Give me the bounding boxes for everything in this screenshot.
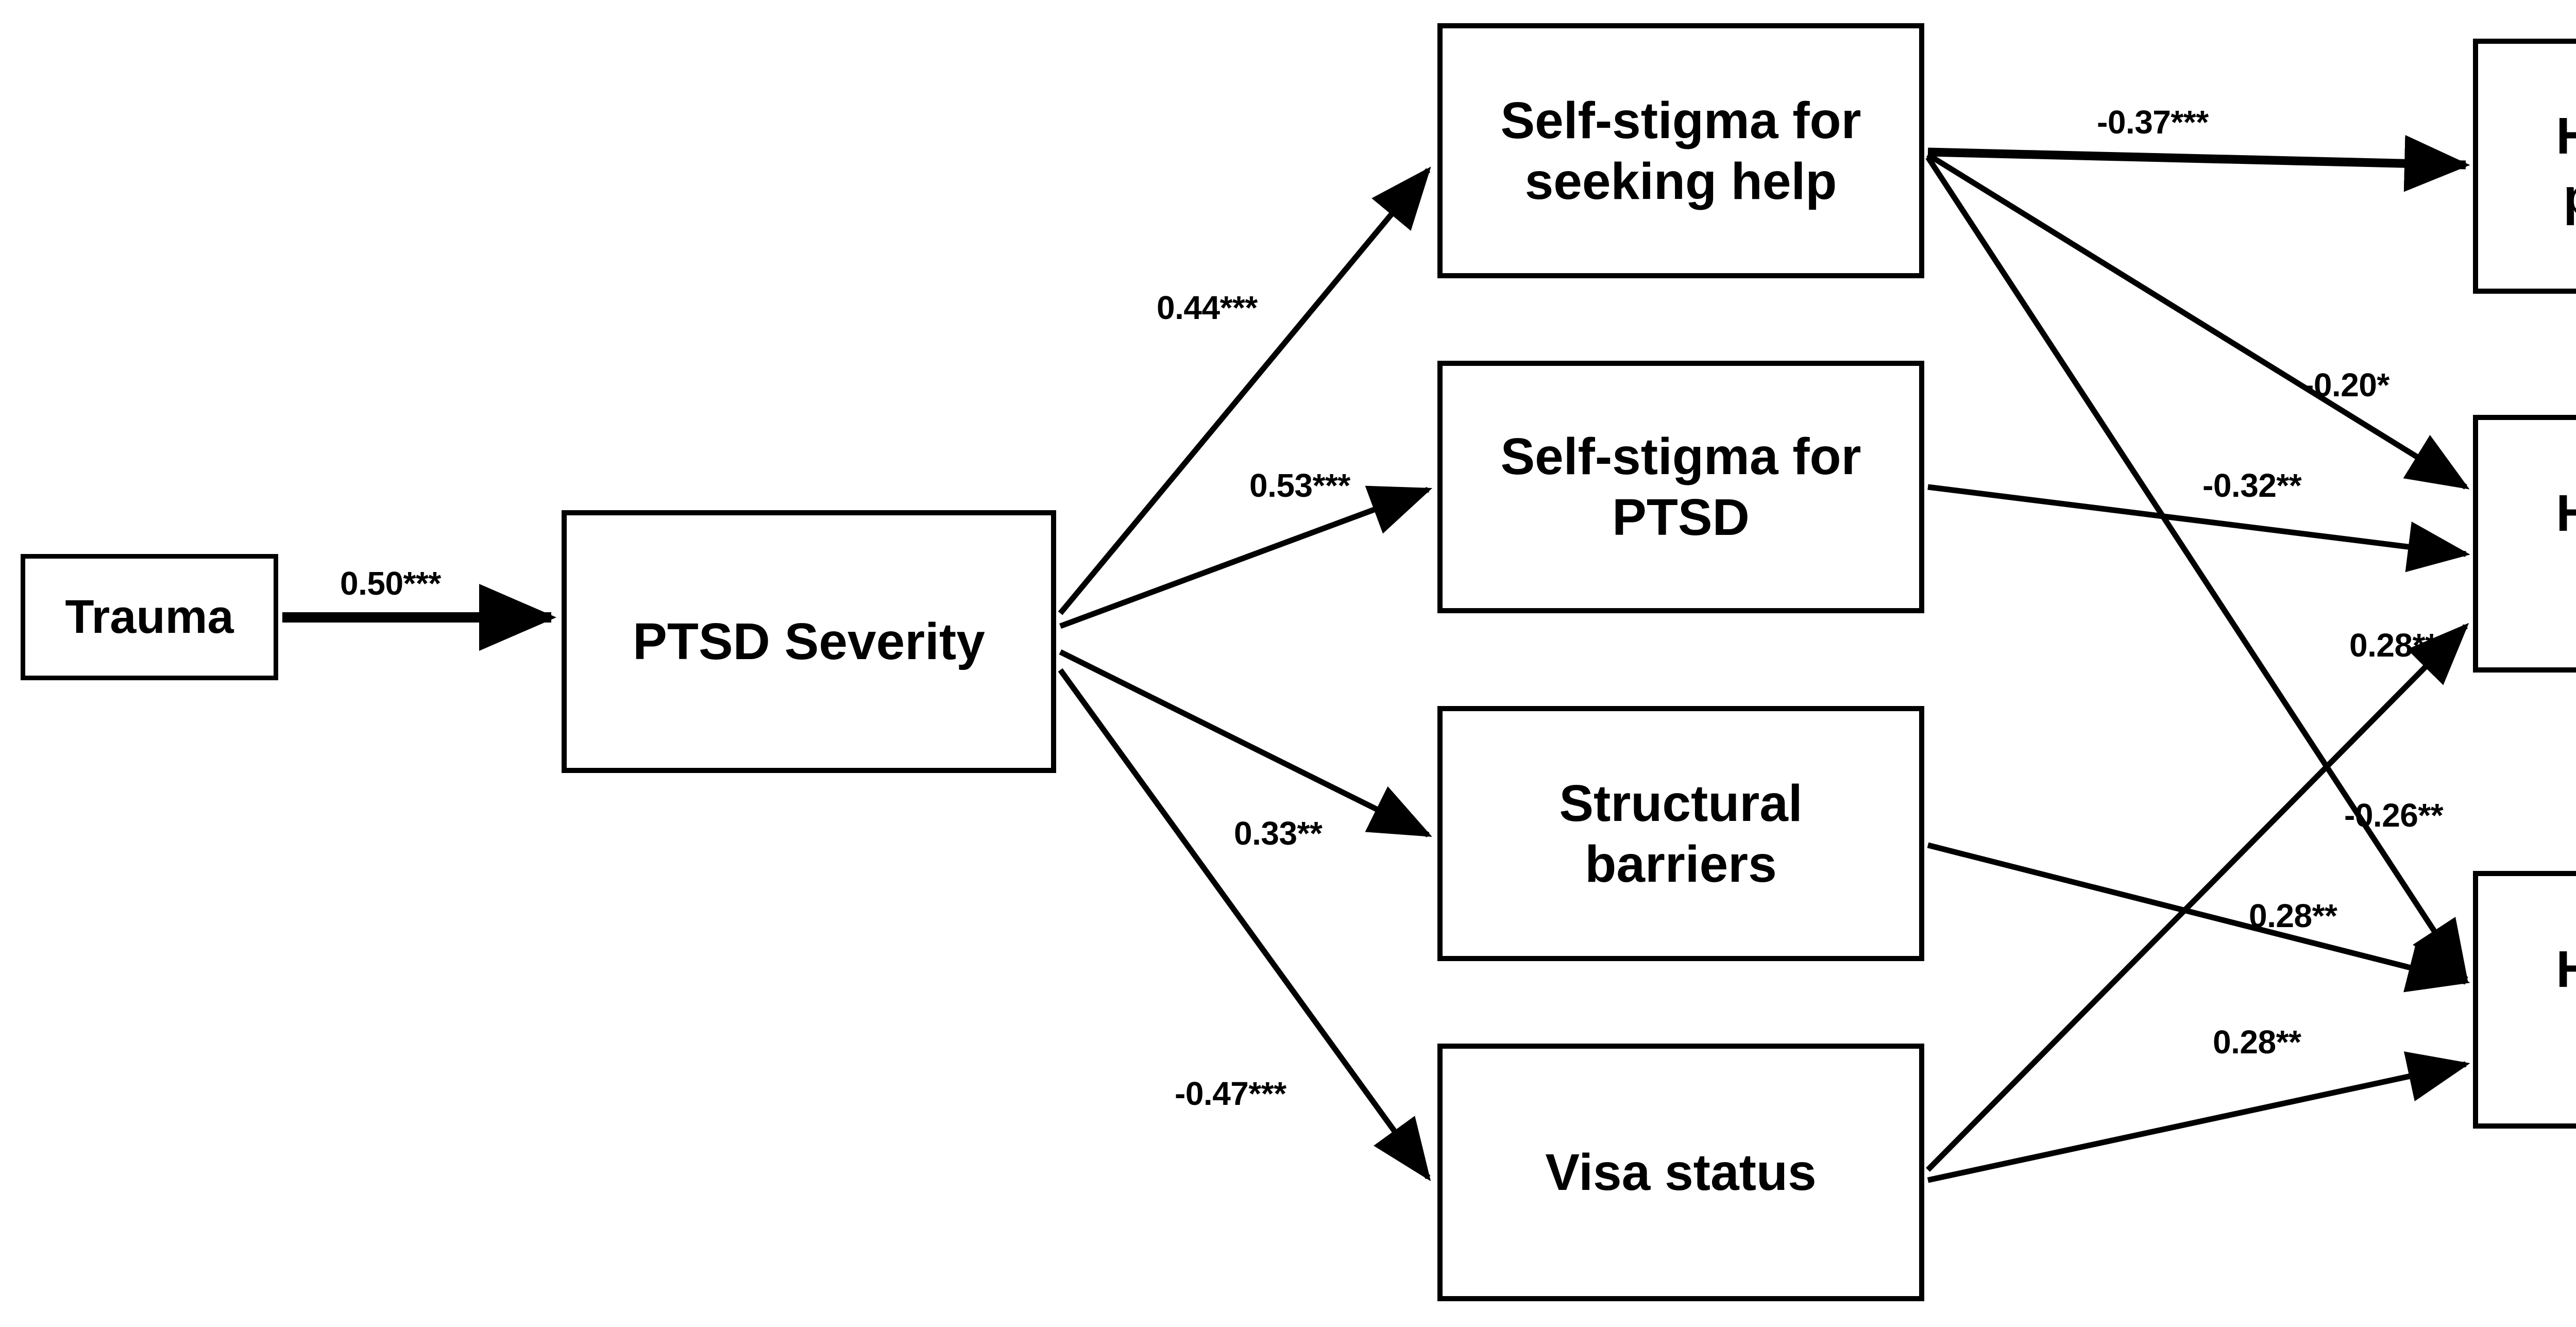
path-label-ptsd-to-structural-barriers: 0.33**: [1234, 815, 1323, 852]
edge-selfstigma-help-to-professional: [1927, 135, 2470, 192]
node-ptsd-severity[interactable]: PTSD Severity: [562, 510, 1056, 773]
node-help-seeking-community[interactable]: Help-seeking community: [2473, 871, 2576, 1129]
path-label-visa-status-to-family: 0.28**: [2349, 627, 2438, 664]
edge-selfstigma-ptsd-to-family: [1927, 484, 2470, 573]
node-trauma[interactable]: Trauma: [21, 554, 278, 680]
edge-selfstigma-help-to-family: [1926, 152, 2470, 490]
node-self-stigma-seeking-help-label: Self-stigma for seeking help: [1500, 91, 1861, 210]
path-label-ptsd-to-selfstigma-help: 0.44***: [1157, 289, 1258, 326]
edge-ptsd-to-selfstigma-ptsd: [1059, 485, 1433, 629]
edge-selfstigma-help-to-community: [1925, 155, 2468, 983]
path-label-selfstigma-ptsd-to-family: -0.32**: [2202, 467, 2302, 504]
node-self-stigma-ptsd-label: Self-stigma for PTSD: [1500, 428, 1861, 546]
edge-ptsd-to-selfstigma-help: [1058, 166, 1431, 615]
node-self-stigma-ptsd[interactable]: Self-stigma for PTSD: [1437, 361, 1924, 613]
path-label-ptsd-to-visa-status: -0.47***: [1175, 1075, 1286, 1112]
path-label-selfstigma-help-to-family: -0.20*: [2303, 366, 2389, 404]
node-structural-barriers[interactable]: Structural barriers: [1437, 706, 1924, 961]
edge-visa-status-to-community: [1927, 1051, 2470, 1183]
edge-structural-barriers-to-community: [1927, 842, 2470, 993]
node-help-seeking-professional[interactable]: Help-seeking professional: [2473, 39, 2576, 294]
node-structural-barriers-label: Structural barriers: [1559, 774, 1803, 893]
path-label-visa-status-to-community: 0.28**: [2213, 1023, 2301, 1061]
path-label-selfstigma-help-to-community: -0.26**: [2344, 797, 2444, 834]
node-visa-status-label: Visa status: [1545, 1144, 1817, 1201]
path-label-ptsd-to-selfstigma-ptsd: 0.53***: [1249, 467, 1350, 504]
node-help-seeking-family-label: Help-seeking family: [2556, 484, 2576, 542]
path-label-selfstigma-help-to-professional: -0.37***: [2097, 104, 2209, 141]
path-label-structural-barriers-to-community: 0.28**: [2249, 897, 2337, 934]
edge-ptsd-to-structural-barriers: [1059, 649, 1432, 837]
node-help-seeking-community-label: Help-seeking community: [2556, 940, 2576, 998]
node-visa-status[interactable]: Visa status: [1437, 1044, 1924, 1301]
edge-visa-status-to-family: [1926, 623, 2469, 1172]
node-help-seeking-professional-label: Help-seeking professional: [2556, 107, 2576, 226]
path-label-trauma-to-ptsd: 0.50***: [340, 565, 441, 602]
node-trauma-label: Trauma: [65, 591, 234, 644]
node-help-seeking-family[interactable]: Help-seeking family: [2473, 415, 2576, 673]
node-self-stigma-seeking-help[interactable]: Self-stigma for seeking help: [1437, 23, 1924, 278]
node-ptsd-severity-label: PTSD Severity: [633, 613, 985, 670]
